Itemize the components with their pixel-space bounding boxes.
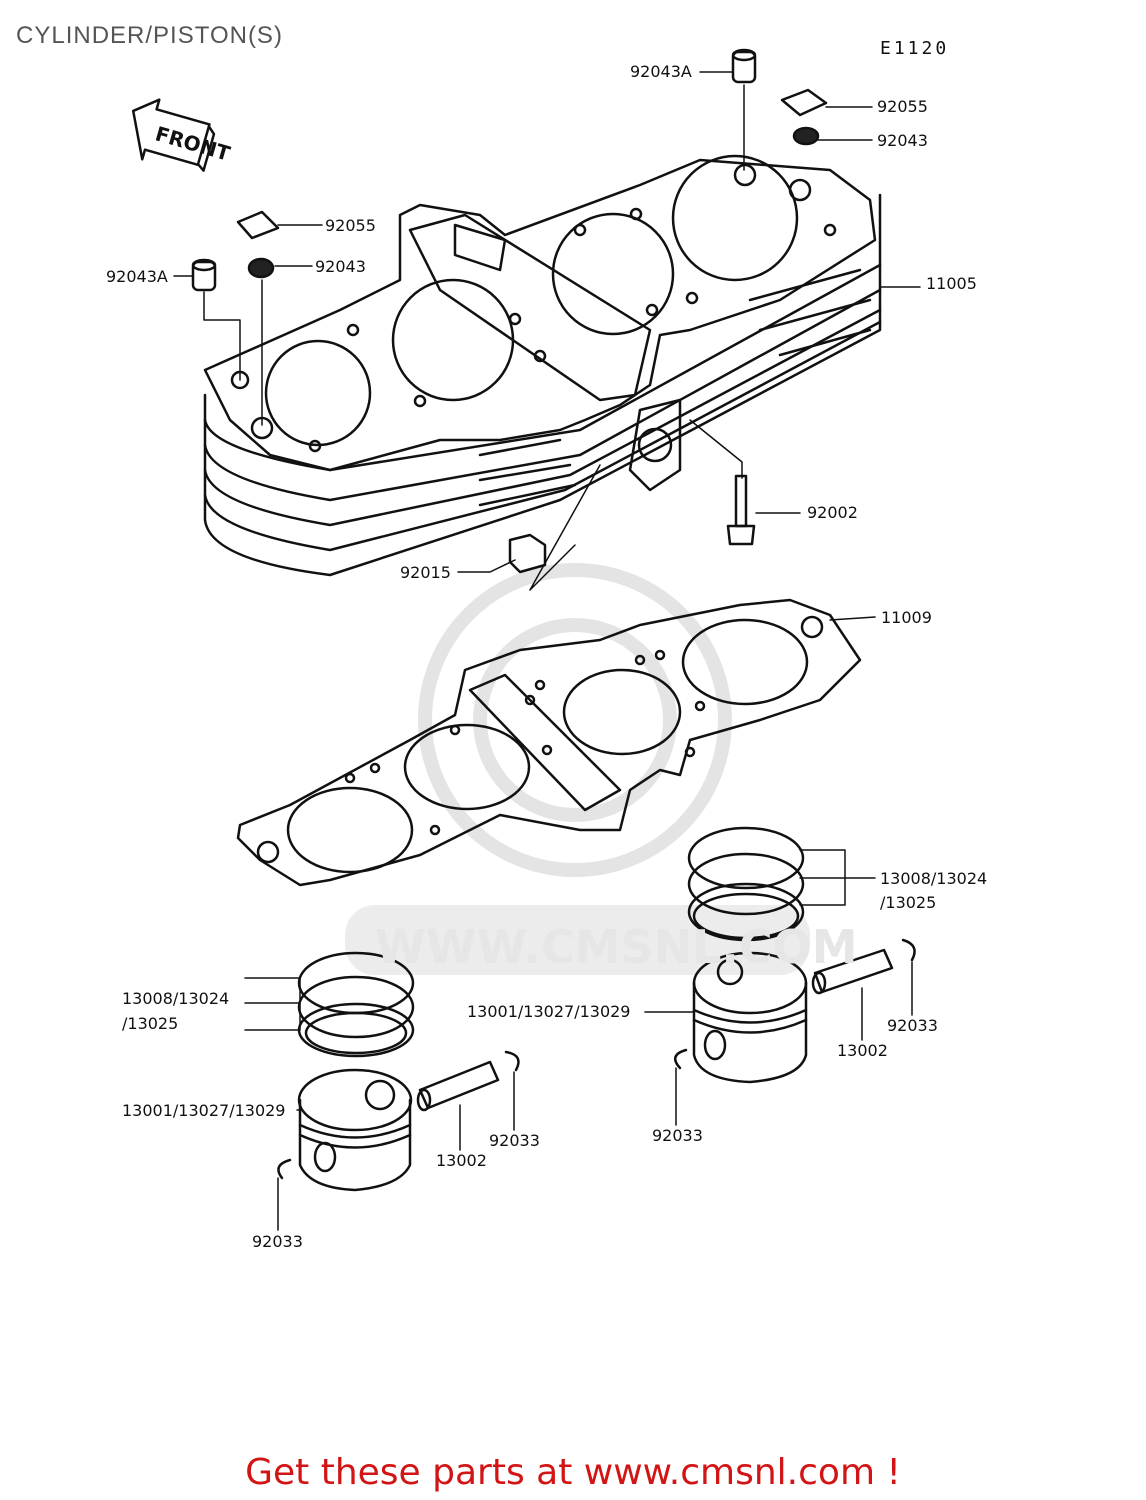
piston-right[interactable] [692,951,808,1084]
gasket-92055-left[interactable] [236,210,280,240]
circlip-right-2[interactable] [673,1048,688,1070]
circlip-right-1[interactable] [901,938,916,962]
part-label-92043-left[interactable]: 92043 [315,257,366,276]
base-gasket-11009[interactable] [236,598,862,887]
dowel-92043A-left[interactable] [191,258,217,292]
part-label-92043A-top[interactable]: 92043A [630,62,692,81]
part-label-piston-left[interactable]: 13001/13027/13029 [122,1101,286,1120]
watermark-text: WWW.CMSNL.COM [375,920,858,974]
part-label-rings-right[interactable]: 13008/13024 [880,869,988,888]
part-label-pin-left[interactable]: 13002 [436,1151,487,1170]
part-label-11009[interactable]: 11009 [881,608,932,627]
part-label-clip-left-1[interactable]: 92033 [489,1131,540,1150]
footer-link[interactable]: Get these parts at www.cmsnl.com ! [245,1452,901,1493]
part-label-92002[interactable]: 92002 [807,503,858,522]
cylinder-block[interactable] [203,154,882,577]
part-label-92043A-left[interactable]: 92043A [106,267,168,286]
circlip-left-2[interactable] [277,1158,292,1180]
piston-left[interactable] [297,1068,413,1192]
bolt-92002[interactable] [726,474,756,546]
gasket-92055-right[interactable] [780,88,828,117]
watermark-logo [418,563,732,877]
part-label-piston-right[interactable]: 13001/13027/13029 [467,1002,631,1021]
leader-lines [173,71,921,1231]
plug-92015[interactable] [508,533,547,574]
part-label-clip-right-2[interactable]: 92033 [652,1126,703,1145]
part-label-clip-left-2[interactable]: 92033 [252,1232,303,1251]
part-label-rings-left[interactable]: 13008/13024 [122,989,230,1008]
part-label-pin-right[interactable]: 13002 [837,1041,888,1060]
part-label-rings-right-cont[interactable]: /13025 [880,893,937,912]
piston-pin-left[interactable] [416,1060,500,1112]
part-label-92055-left[interactable]: 92055 [325,216,376,235]
part-label-92043-right[interactable]: 92043 [877,131,928,150]
dowel-92043A-top[interactable] [731,48,757,84]
diagram-code: E1120 [880,38,950,59]
oring-92043-left[interactable] [247,257,275,279]
piston-pin-right[interactable] [811,948,894,995]
part-label-92015[interactable]: 92015 [400,563,451,582]
part-label-92055-right[interactable]: 92055 [877,97,928,116]
page-title: CYLINDER/PISTON(S) [16,22,283,49]
part-label-rings-left-cont[interactable]: /13025 [122,1014,179,1033]
piston-rings-right[interactable] [687,826,805,942]
front-arrow-icon: FRONT [131,98,233,172]
part-label-clip-right-1[interactable]: 92033 [887,1016,938,1035]
oring-92043-right[interactable] [792,126,820,146]
circlip-left-1[interactable] [504,1050,520,1072]
part-label-11005[interactable]: 11005 [926,274,977,293]
